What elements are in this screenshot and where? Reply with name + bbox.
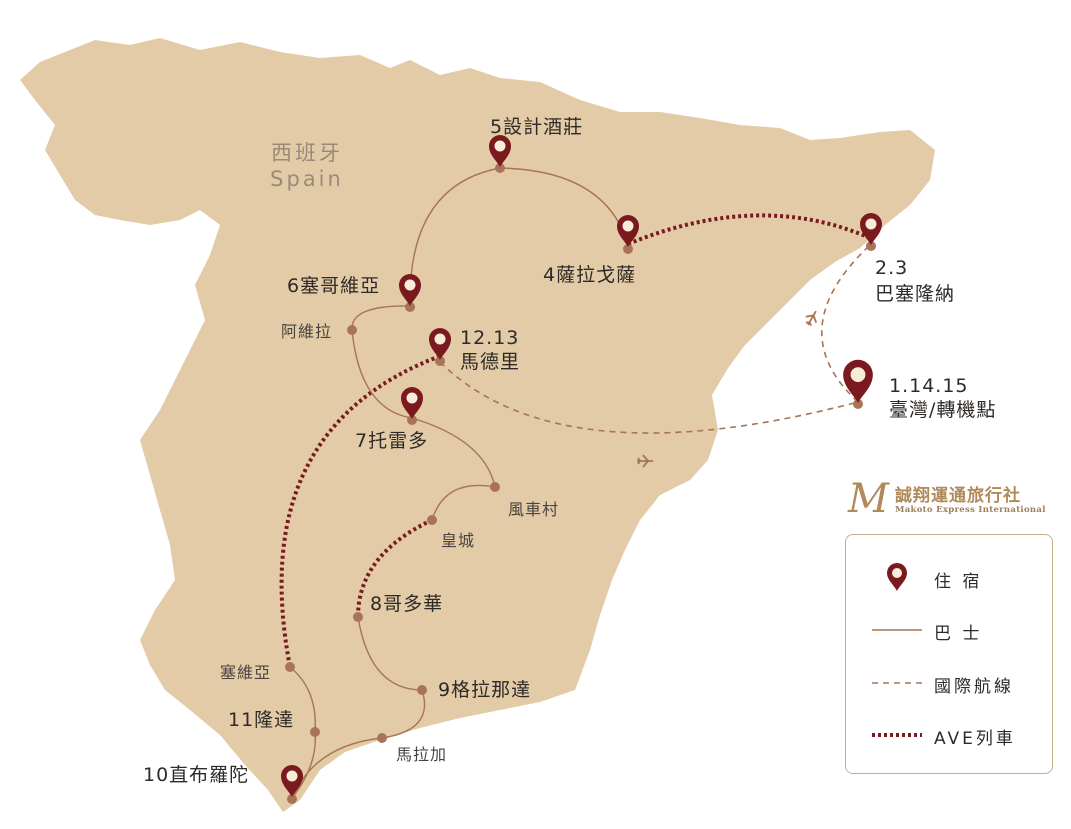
taiwan-days: 1.14.15 — [889, 375, 969, 397]
pin-icon-taiwan — [843, 359, 873, 403]
label-windmill: 風車村 — [508, 500, 560, 519]
taiwan-name: 臺灣/轉機點 — [889, 399, 997, 421]
brand-logo-mark: M — [848, 476, 889, 522]
barcelona-name: 巴塞隆納 — [875, 283, 956, 305]
country-name-zh: 西班牙 — [271, 141, 343, 165]
stop-dot-toledo — [407, 415, 417, 425]
label-barcelona: 2.3 巴塞隆納 — [875, 255, 955, 307]
stop-dot-avila — [347, 325, 357, 335]
stop-dot-seville — [285, 662, 295, 672]
bus-route-toledo-windmill — [411, 417, 496, 488]
legend-label-flight: 國際航線 — [934, 677, 1014, 697]
label-cordoba: 8哥多華 — [370, 593, 444, 615]
label-madrid: 12.13 馬德里 — [460, 326, 520, 374]
stop-dot-malaga — [377, 733, 387, 743]
stop-dot-cordoba — [353, 612, 363, 622]
legend-label-accommodation: 住 宿 — [934, 572, 983, 592]
label-ciudad-real: 皇城 — [441, 531, 476, 550]
brand-subtitle: Makoto Express International — [895, 505, 1046, 515]
label-gibraltar: 10直布羅陀 — [143, 764, 250, 786]
iberia-landmass — [20, 38, 935, 812]
label-taiwan: 1.14.15 臺灣/轉機點 — [889, 374, 996, 422]
label-granada: 9格拉那達 — [438, 679, 532, 701]
stop-dot-barcelona — [866, 241, 876, 251]
stop-dot-ronda — [310, 727, 320, 737]
stop-dot-windmill — [490, 482, 500, 492]
brand-name: 誠翔運通旅行社 — [895, 486, 1021, 506]
country-label: 西班牙 Spain — [262, 140, 352, 192]
international-flight-routes — [439, 244, 871, 434]
label-malaga: 馬拉加 — [396, 745, 448, 764]
map-legend: 住 宿 巴 士 國際航線 AVE列車 — [845, 534, 1053, 774]
bus-route-windmill-ciudadreal — [431, 484, 496, 521]
stop-dot-zaragoza — [623, 244, 633, 254]
label-zaragoza: 4薩拉戈薩 — [543, 264, 637, 286]
airplane-icon-2 — [805, 310, 818, 326]
stop-dot-taiwan — [853, 399, 863, 409]
pin-icon — [887, 563, 907, 591]
stop-dot-gibraltar — [287, 794, 297, 804]
stop-dot-granada — [417, 685, 427, 695]
bus-route-granada-malaga — [381, 689, 426, 739]
stop-dots — [285, 163, 876, 804]
brand-logo: M 誠翔運通旅行社 Makoto Express International — [848, 478, 1053, 522]
stop-dot-madrid — [435, 356, 445, 366]
label-toledo: 7托雷多 — [355, 430, 429, 452]
stop-dot-ciudad-real — [427, 515, 437, 525]
label-seville: 塞維亞 — [220, 663, 272, 682]
bus-route-cordoba-granada — [357, 616, 423, 691]
bus-route-avila-toledo — [351, 329, 413, 419]
ave-line-icon — [872, 733, 922, 737]
legend-item-ave: AVE列車 — [846, 720, 1052, 750]
legend-label-bus: 巴 士 — [934, 624, 983, 644]
ave-route-ciudadreal-cordoba — [356, 518, 433, 618]
label-ronda: 11隆達 — [228, 709, 295, 731]
flight-line-icon — [872, 682, 922, 684]
label-segovia: 6塞哥維亞 — [287, 275, 381, 297]
ave-route-madrid-seville — [279, 354, 441, 668]
stop-dot-winery — [495, 163, 505, 173]
madrid-name: 馬德里 — [460, 351, 521, 373]
flight-route-taiwan-barcelona — [820, 244, 871, 403]
airplane-icon-1 — [637, 454, 653, 468]
bus-route-ronda-seville — [289, 666, 316, 733]
bus-route-gibraltar-ronda — [291, 731, 317, 799]
legend-item-bus: 巴 士 — [846, 615, 1052, 645]
stop-dot-segovia — [405, 302, 415, 312]
barcelona-days: 2.3 — [875, 257, 909, 279]
madrid-days: 12.13 — [460, 327, 520, 349]
label-winery: 5設計酒莊 — [490, 116, 584, 138]
label-avila: 阿維拉 — [281, 322, 333, 341]
country-name-en: Spain — [270, 167, 344, 191]
ave-rail-routes — [279, 213, 871, 668]
legend-item-flight: 國際航線 — [846, 668, 1052, 698]
bus-line-icon — [872, 629, 922, 631]
legend-label-ave: AVE列車 — [934, 729, 1016, 749]
flight-route-madrid-taiwan — [439, 361, 859, 434]
legend-item-accommodation: 住 宿 — [846, 563, 1052, 593]
